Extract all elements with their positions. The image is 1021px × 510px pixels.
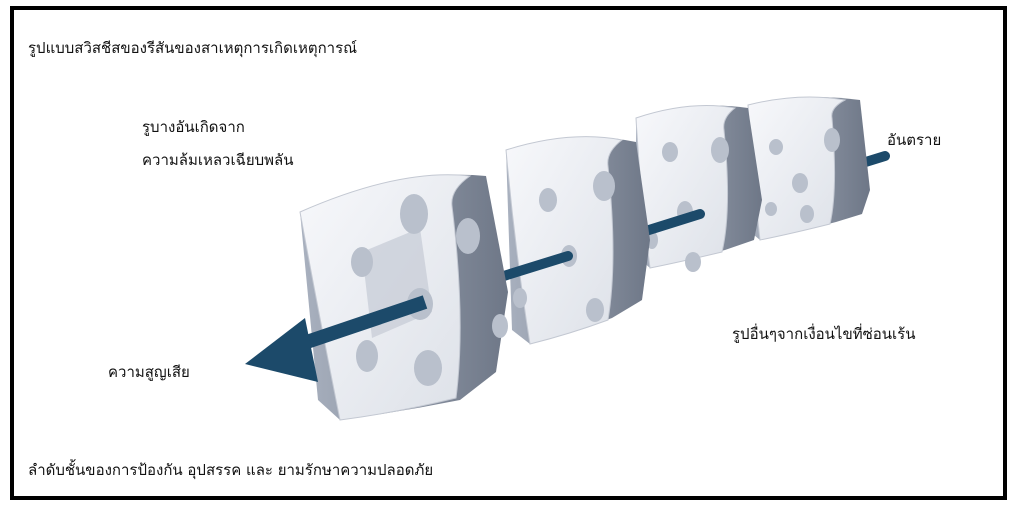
active-failures-label-line2: ความล้มเหลวเฉียบพลัน bbox=[142, 151, 294, 169]
diagram-frame bbox=[10, 6, 1007, 500]
loss-arrowhead bbox=[245, 318, 318, 382]
hazard-trajectory-exit bbox=[289, 295, 428, 354]
defense-layers-label: ลำดับชั้นของการป้องกัน อุปสรรค และ ยามรั… bbox=[28, 461, 434, 479]
diagram-title: รูปแบบสวิสชีสของรีสันของสาเหตุการเกิดเหต… bbox=[28, 39, 358, 57]
hazard-label: อันตราย bbox=[887, 131, 942, 149]
active-failures-label-line1: รูบางอันเกิดจาก bbox=[142, 118, 245, 136]
loss-label: ความสูญเสีย bbox=[108, 363, 190, 381]
cheese-slice-3 bbox=[635, 105, 762, 272]
cheese-slice-1 bbox=[299, 174, 508, 421]
latent-conditions-label: รูปอื่นๆจากเงื่อนไขที่ซ่อนเร้น bbox=[732, 325, 916, 343]
cheese-slice-2 bbox=[505, 136, 650, 345]
cheese-slice-4 bbox=[747, 96, 870, 241]
